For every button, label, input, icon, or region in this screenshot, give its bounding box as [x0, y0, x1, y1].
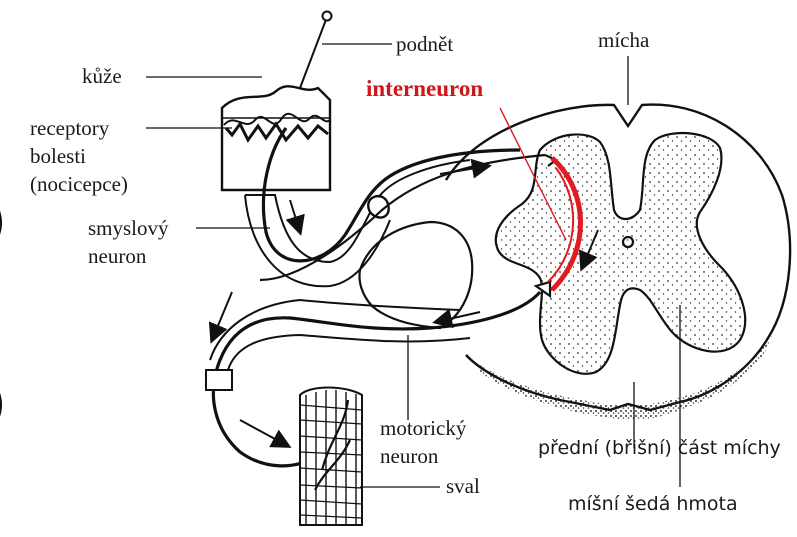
motor-sheath-end [206, 370, 232, 390]
grey-matter [496, 133, 745, 374]
skin-block [222, 86, 330, 190]
label-smyslovy-2: neuron [88, 244, 146, 268]
label-interneuron: interneuron [366, 76, 483, 102]
label-micha: mícha [598, 28, 649, 52]
label-motoricky-2: neuron [380, 444, 438, 468]
stimulus-pin [300, 12, 332, 89]
label-kuze: kůže [82, 64, 122, 88]
cropped-paren-top: ) [0, 190, 7, 253]
muscle [300, 388, 362, 526]
label-receptory-3: (nocicepce) [30, 172, 128, 196]
label-receptory-2: bolesti [30, 144, 86, 168]
motor-neuron-sheath [210, 300, 470, 370]
cropped-paren-bottom: ) [0, 372, 7, 435]
arrow-muscle [240, 420, 288, 446]
root-loop [360, 222, 473, 328]
arrow-sensory-down [290, 200, 300, 232]
label-motoricky-1: motorický [380, 416, 466, 440]
label-sval: sval [446, 474, 480, 498]
label-receptory-1: receptory [30, 116, 109, 140]
arrow-sensory-in [440, 166, 488, 174]
label-sedahmota: míšní šedá hmota [568, 494, 738, 516]
label-podnet: podnět [396, 32, 453, 56]
label-smyslovy-1: smyslový [88, 216, 169, 240]
arrow-motor-down [212, 292, 232, 340]
label-predni: přední (břišní) část míchy [538, 438, 781, 460]
